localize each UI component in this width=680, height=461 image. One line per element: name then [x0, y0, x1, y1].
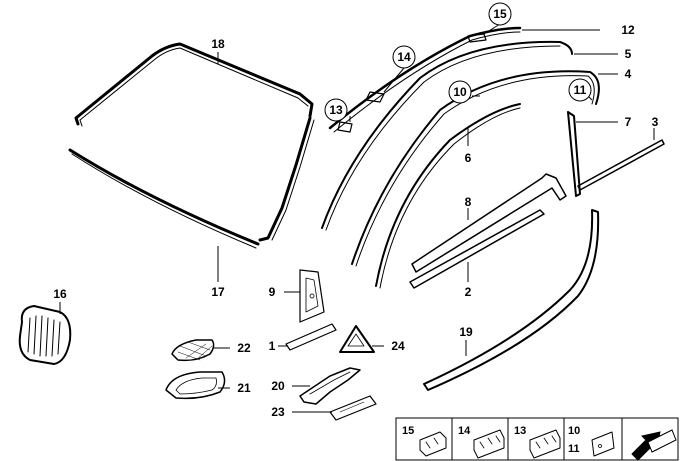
- legend-label-11: 11: [568, 443, 580, 455]
- grille-22: [171, 339, 215, 362]
- label-18: 18: [211, 37, 225, 51]
- label-9: 9: [269, 285, 276, 299]
- label-17: 17: [211, 285, 225, 299]
- label-24: 24: [391, 339, 405, 353]
- triangle-cover-9: [299, 269, 325, 323]
- callout-10: 10: [448, 80, 472, 104]
- label-7: 7: [625, 115, 632, 129]
- windshield-seal-upper: [74, 42, 315, 242]
- emblem-23: [329, 395, 377, 421]
- legend-label-14: 14: [458, 425, 471, 437]
- callout-13: 13: [324, 98, 348, 122]
- label-23: 23: [271, 405, 285, 419]
- bracket-20: [299, 367, 361, 405]
- roof-moulding-13-clip: [337, 121, 353, 133]
- legend-clip-14: 14: [458, 425, 505, 459]
- roof-moulding-12: [328, 26, 522, 133]
- trim-21: [165, 371, 226, 400]
- label-5: 5: [625, 47, 632, 61]
- label-6: 6: [465, 151, 472, 165]
- label-22: 22: [237, 341, 251, 355]
- label-8: 8: [465, 195, 472, 209]
- label-3: 3: [652, 115, 659, 129]
- legend-label-15: 15: [402, 425, 414, 437]
- label-14: 14: [397, 50, 411, 64]
- label-13: 13: [329, 103, 343, 117]
- label-20: 20: [271, 379, 285, 393]
- roof-moulding-15-clip: [467, 33, 487, 43]
- strip-1: [285, 323, 337, 351]
- warning-triangle-24: [339, 325, 375, 353]
- window-trim-2: [409, 209, 545, 289]
- label-4: 4: [625, 67, 632, 81]
- callout-15: 15: [488, 2, 512, 26]
- windshield-seal-lower: [68, 148, 260, 249]
- label-10: 10: [453, 85, 467, 99]
- legend-label-13: 13: [514, 425, 526, 437]
- label-15: 15: [493, 7, 507, 21]
- label-2: 2: [465, 285, 472, 299]
- door-frame-moulding-4: [351, 70, 600, 267]
- window-trim-8: [411, 173, 567, 273]
- legend-clip-15: 15: [402, 425, 447, 457]
- label-19: 19: [459, 325, 473, 339]
- b-pillar-trim-7: [567, 111, 581, 197]
- legend-strip: 15 14 13 10 11: [395, 417, 679, 461]
- callout-14: 14: [392, 45, 416, 69]
- arrow-icon: [631, 429, 677, 461]
- label-21: 21: [237, 381, 251, 395]
- callout-11: 11: [568, 78, 592, 102]
- label-16: 16: [53, 287, 67, 301]
- leader-lines: [59, 23, 655, 413]
- door-seal-19: [423, 209, 600, 391]
- seal-strip-3: [577, 139, 665, 191]
- window-channel-6: [375, 103, 521, 289]
- label-11: 11: [574, 83, 587, 97]
- legend-clip-10-11: 10 11: [568, 425, 615, 457]
- roof-moulding-14-clip: [365, 91, 385, 103]
- label-12: 12: [621, 23, 635, 37]
- grille-16: [18, 305, 72, 365]
- door-frame-moulding-5: [321, 40, 573, 231]
- label-1: 1: [269, 339, 276, 353]
- legend-label-10: 10: [568, 425, 580, 437]
- legend-clip-13: 13: [514, 425, 561, 459]
